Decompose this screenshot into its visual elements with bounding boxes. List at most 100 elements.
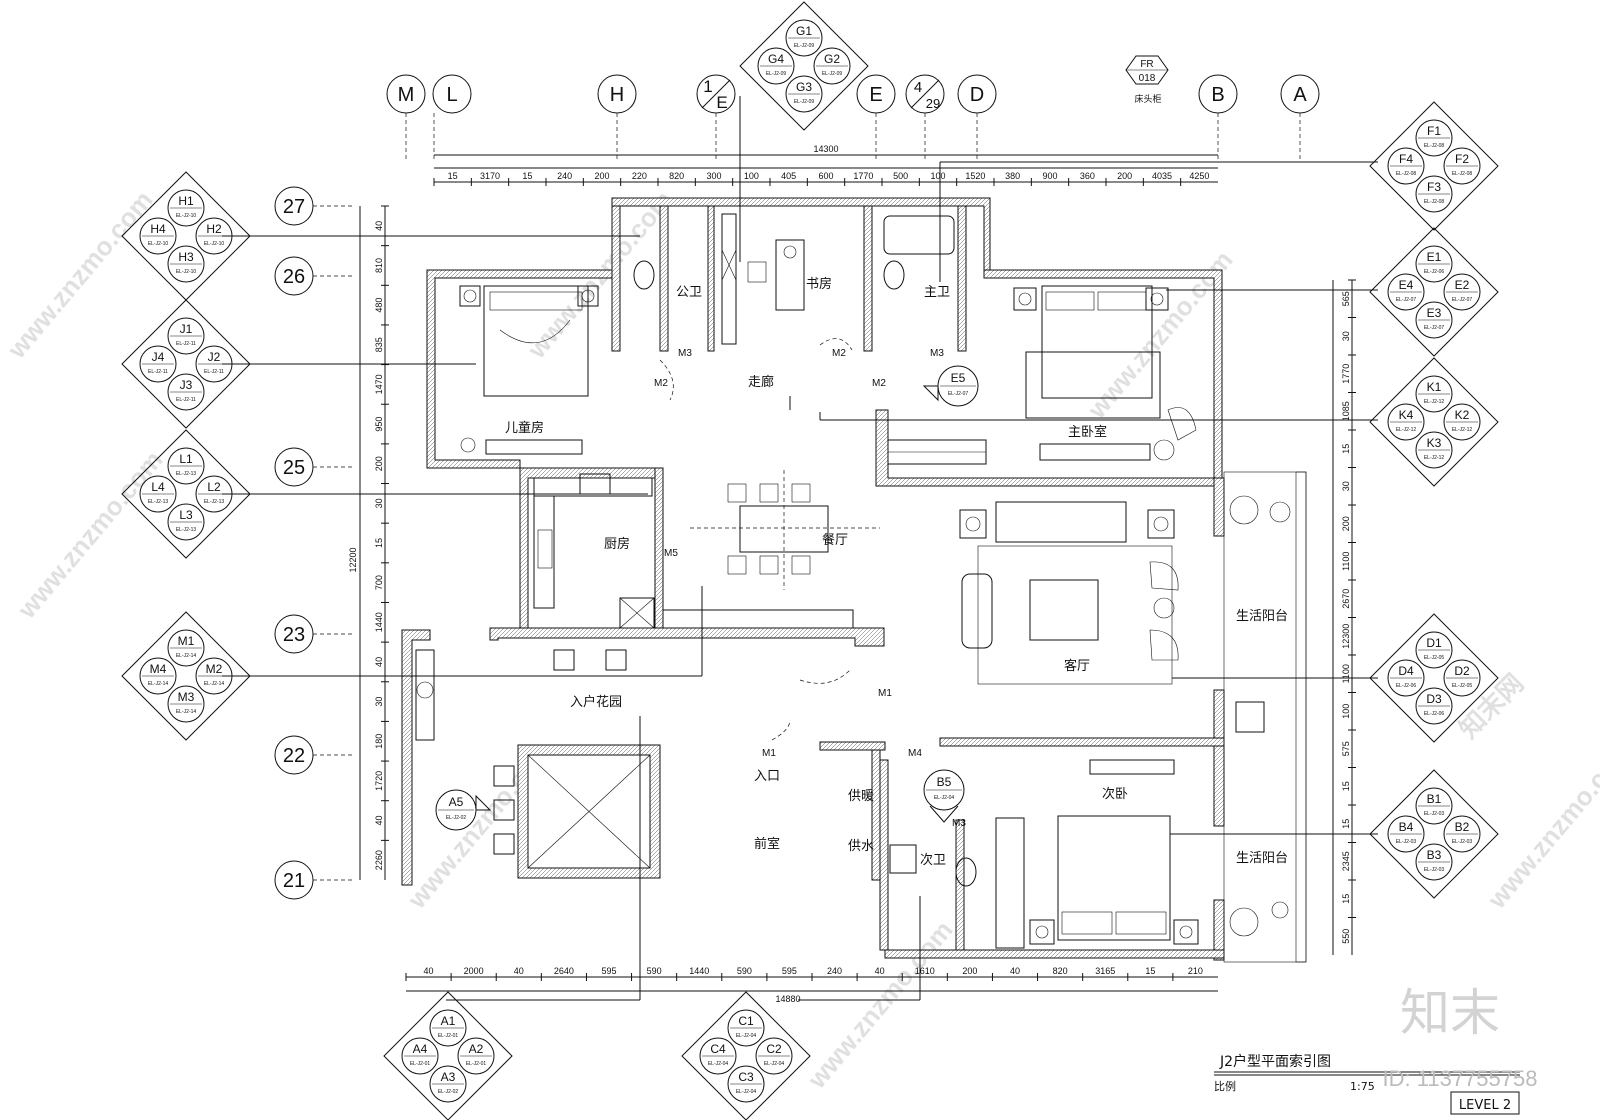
watermark-brand: 知末网	[1453, 668, 1529, 744]
tag-ref: EL-J2-14	[176, 653, 197, 659]
tag-label: H3	[178, 250, 194, 264]
tag-label: L1	[179, 452, 193, 466]
room-front-hall: 前室	[754, 836, 780, 852]
dim-value: 900	[1042, 171, 1057, 181]
tag-label: G1	[796, 24, 812, 38]
dim-value: 100	[744, 171, 759, 181]
tag-label: J4	[152, 350, 165, 364]
fr-tag-label: 床头柜	[1134, 93, 1161, 105]
room-entry-garden: 入户花园	[570, 694, 622, 710]
dim-value: 40	[374, 816, 384, 826]
dim-value: 1770	[853, 171, 873, 181]
dim-value: 1100	[1341, 552, 1351, 571]
tag-ref: EL-J2-03	[1452, 839, 1473, 845]
tag-label: L3	[179, 508, 193, 522]
dim-value: 15	[1145, 966, 1155, 976]
dim-value: 4250	[1189, 171, 1209, 181]
tag-ref: EL-J2-13	[176, 527, 197, 533]
dim-value: 2640	[554, 966, 574, 976]
axis-label: 25	[283, 457, 305, 479]
dim-value: 360	[1080, 171, 1095, 181]
dim-value: 380	[1005, 171, 1020, 181]
tag-ref: EL-J2-13	[148, 499, 169, 505]
tag-label: H4	[150, 222, 166, 236]
tag-label: J1	[180, 322, 193, 336]
axis-num: 4	[914, 79, 922, 96]
axis-label: 21	[283, 870, 305, 892]
watermark-logo: 知末	[1400, 984, 1500, 1042]
tag-ref: EL-J2-01	[438, 1033, 459, 1039]
tag-ref: EL-J2-06	[1424, 711, 1445, 717]
axis-bubble-b: B	[1198, 74, 1238, 114]
tag-ref: EL-J2-03	[1424, 811, 1445, 817]
tag-label: M1	[178, 634, 195, 648]
room-labels: 公卫 书房 主卫 儿童房 走廊 主卧室 厨房 餐厅 客厅 生活阳台 入户花园 入…	[505, 276, 1288, 868]
dim-value: 600	[818, 171, 833, 181]
dim-total-top: 14300	[813, 144, 838, 154]
tag-label: B1	[1427, 792, 1442, 806]
axis-label: B	[1211, 84, 1224, 106]
single-tag-e5: E5 EL-J2-07	[922, 365, 979, 407]
grid-axes-top: M L H 1E E 429 D B A	[386, 74, 1320, 160]
axis-bubble-22: 22	[274, 735, 352, 775]
tag-ref: EL-J2-04	[764, 1061, 785, 1067]
tag-label: K2	[1455, 408, 1470, 422]
door-label: M3	[930, 348, 944, 359]
tag-label: C4	[710, 1042, 726, 1056]
tag-label: F1	[1427, 124, 1441, 138]
tag-label: H1	[178, 194, 194, 208]
dim-value: 30	[374, 697, 384, 707]
dim-value: 15	[1341, 444, 1351, 454]
single-tag-a5: A5 EL-J2-02	[435, 789, 492, 831]
axis-bubble-d: D	[957, 74, 997, 114]
room-public-bath: 公卫	[676, 285, 702, 300]
dim-value: 575	[1341, 741, 1351, 756]
dim-value: 3165	[1095, 966, 1115, 976]
axis-label: 26	[283, 266, 305, 288]
room-children: 儿童房	[505, 420, 544, 436]
tag-label: J3	[180, 378, 193, 392]
axis-bubble-m: M	[386, 74, 426, 114]
tag-ref: EL-J2-01	[466, 1061, 487, 1067]
tag-ref: EL-J2-12	[1424, 455, 1445, 461]
tag-label: C1	[738, 1014, 754, 1028]
dim-value: 3170	[480, 171, 500, 181]
dim-value: 200	[374, 456, 384, 471]
door-label: M5	[664, 548, 678, 559]
tag-label: E4	[1399, 278, 1414, 292]
dim-value: 100	[930, 171, 945, 181]
tag-label: B3	[1427, 848, 1442, 862]
dim-value: 2670	[1341, 589, 1351, 609]
axis-den: E	[716, 93, 727, 112]
tag-label: B5	[937, 775, 952, 789]
dim-value: 200	[594, 171, 609, 181]
axis-bubble-h: H	[597, 74, 637, 114]
tag-label: H2	[206, 222, 222, 236]
room-water: 供水	[848, 839, 874, 854]
tag-ref: EL-J2-05	[1452, 683, 1473, 689]
tag-ref: EL-J2-03	[1396, 839, 1417, 845]
dim-value: 950	[374, 417, 384, 432]
dim-value: 1100	[1341, 664, 1351, 683]
axis-den: 29	[926, 96, 940, 111]
dim-value: 40	[374, 221, 384, 231]
watermark-text: www.znzmo.com	[1, 185, 159, 365]
single-tag-b5: B5 EL-J2-04	[923, 769, 965, 823]
dim-value: 210	[1188, 966, 1203, 976]
watermark-text: www.znzmo.com	[11, 445, 169, 625]
dim-value: 565	[1341, 291, 1351, 306]
dim-value: 200	[1117, 171, 1132, 181]
tag-label: G3	[796, 80, 812, 94]
tag-ref: EL-J2-09	[822, 71, 843, 77]
axis-bubble-26: 26	[274, 256, 352, 296]
dim-value: 200	[962, 966, 977, 976]
